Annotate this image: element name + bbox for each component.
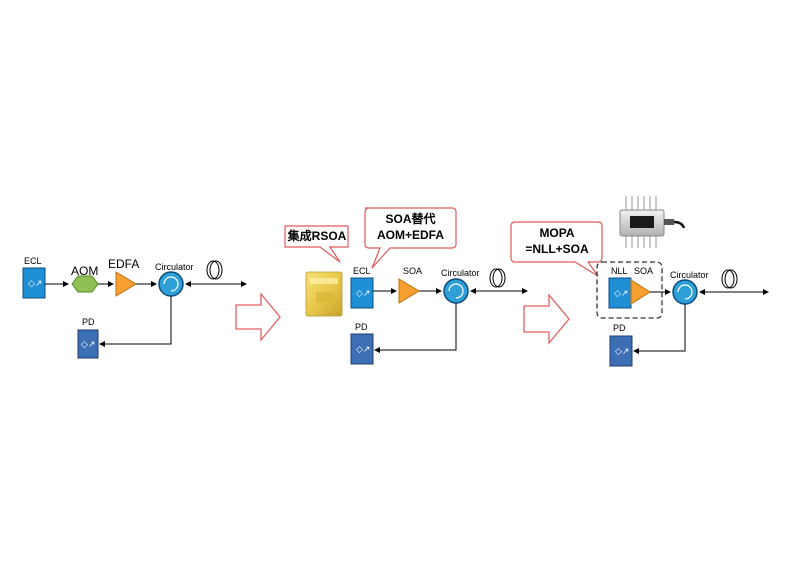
soa-label-2: SOA	[403, 266, 423, 276]
pd-detector-2: ◇↗	[350, 333, 374, 365]
circulator-3	[672, 279, 698, 305]
svg-text:◇↗: ◇↗	[615, 347, 629, 357]
nll-label: NLL	[611, 266, 628, 276]
soa-amplifier-3	[630, 279, 651, 305]
pd-label-1: PD	[82, 317, 95, 327]
ecl-laser-box-2: ◇↗	[350, 277, 374, 309]
pd-detector-3: ◇↗	[609, 335, 633, 367]
ecl-label-2: ECL	[353, 266, 371, 276]
svg-text:◇↗: ◇↗	[614, 289, 628, 299]
stage-1: ◇↗ ◇↗	[22, 260, 247, 359]
svg-text:◇↗: ◇↗	[81, 340, 95, 350]
nll-laser-box: ◇↗	[608, 277, 632, 309]
ecl-label: ECL	[24, 256, 42, 266]
circulator-label-2: Circulator	[441, 268, 480, 278]
callout-mopa-line1: MOPA	[539, 226, 575, 240]
rsoa-chip-image	[305, 271, 343, 317]
callout-mopa-line2: =NLL+SOA	[525, 242, 589, 256]
transition-arrow-2	[523, 293, 570, 345]
fiber-coil-3	[721, 269, 738, 289]
stage-3: ◇↗ ◇↗	[510, 196, 769, 367]
callout-replace-line1: SOA替代	[385, 212, 436, 226]
callout-mopa-bubble	[510, 221, 603, 277]
callout-rsoa-bubble	[284, 225, 349, 263]
aom-label: AOM	[71, 264, 99, 278]
aom-modulator	[71, 275, 99, 293]
fiber-coil-2	[489, 268, 506, 288]
circulator-2	[443, 278, 469, 304]
mopa-dashed-box	[596, 261, 663, 319]
svg-text:◇↗: ◇↗	[28, 279, 42, 289]
soa-amplifier-2	[398, 278, 420, 304]
circulator-label-3: Circulator	[670, 270, 709, 280]
callout-rsoa-text: 集成RSOA	[287, 229, 347, 243]
pd-detector-1: ◇↗	[77, 329, 99, 359]
pd-label-2: PD	[355, 322, 368, 332]
callout-replace-bubble	[364, 207, 457, 269]
svg-text:◇↗: ◇↗	[356, 345, 370, 355]
mopa-package-image	[619, 196, 686, 248]
circulator-label-1: Circulator	[155, 262, 194, 272]
circulator-1	[158, 271, 184, 297]
edfa-amplifier	[115, 271, 137, 297]
stage-2: ◇↗ ◇↗	[284, 207, 528, 365]
pd-label-3: PD	[613, 323, 626, 333]
callout-replace-line2: AOM+EDFA	[376, 228, 444, 242]
svg-text:◇↗: ◇↗	[356, 289, 370, 299]
transition-arrow-1	[235, 292, 281, 342]
soa-label-3: SOA	[634, 266, 654, 276]
ecl-laser-box: ◇↗	[22, 267, 46, 299]
fiber-coil-1	[206, 260, 223, 280]
edfa-label: EDFA	[108, 257, 140, 271]
